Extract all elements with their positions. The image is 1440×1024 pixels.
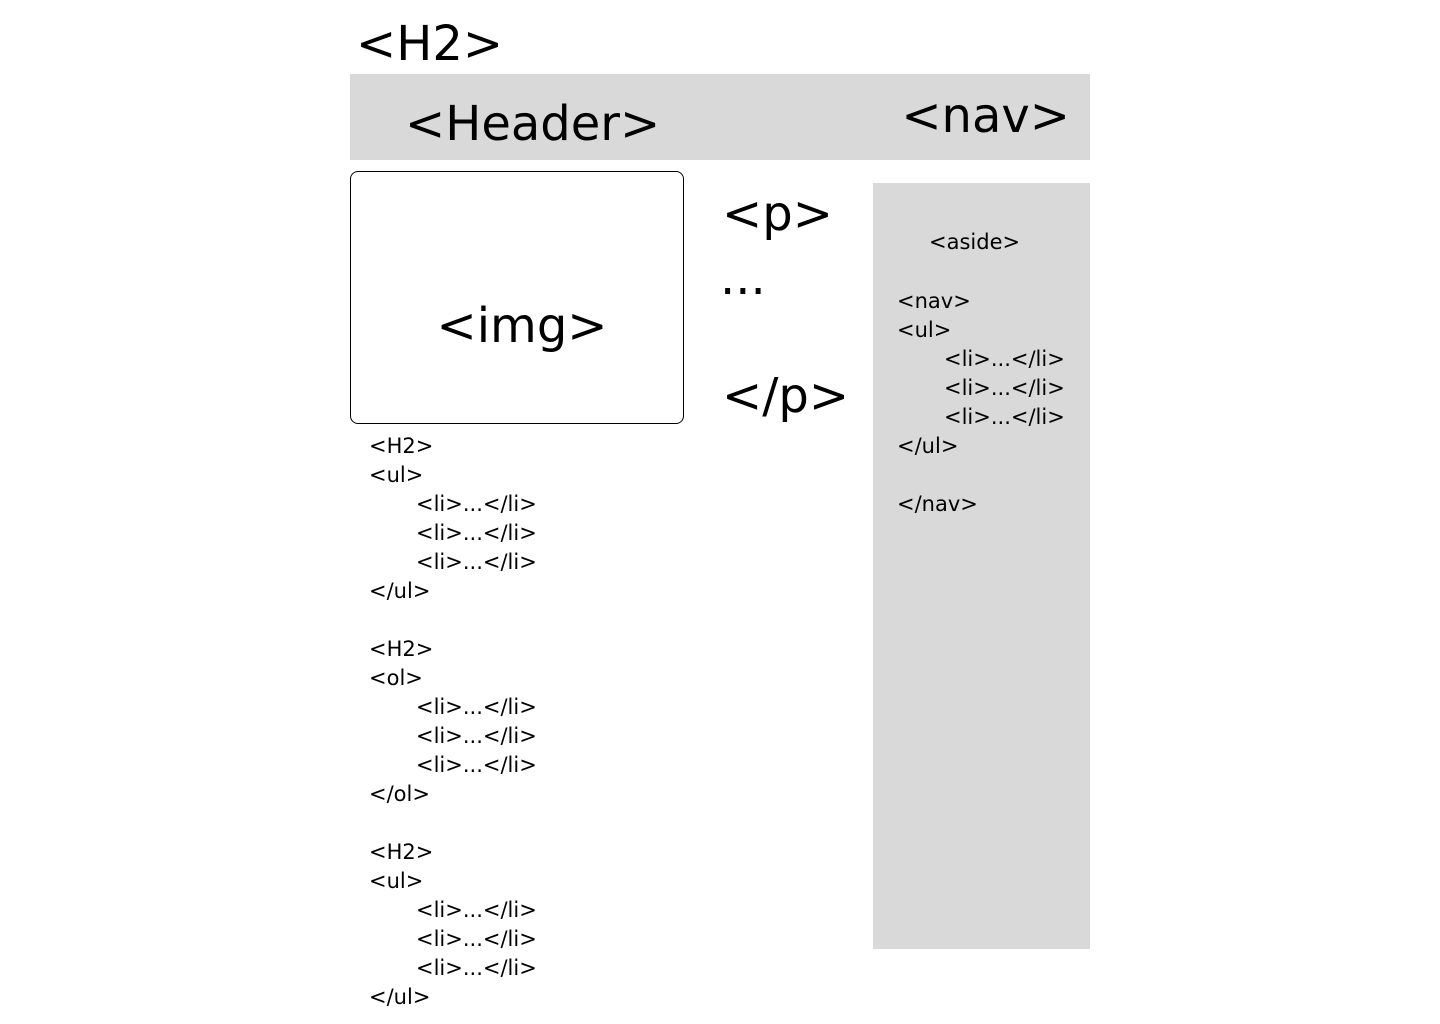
aside-nav-code: <nav> <ul> <li>...</li> <li>...</li> <li… — [897, 287, 1065, 519]
code-line: <nav> — [897, 289, 971, 313]
code-line: <li>...</li> — [944, 405, 1065, 429]
code-line-blank — [897, 461, 1065, 490]
paragraph-close-tag: </p> — [722, 368, 850, 424]
image-placeholder-box: <img> — [350, 171, 684, 424]
code-line: <ul> — [369, 869, 424, 893]
code-line: <li>...</li> — [944, 347, 1065, 371]
code-line: <ul> — [369, 463, 424, 487]
aside-block: <aside> <nav> <ul> <li>...</li> <li>...<… — [873, 183, 1090, 949]
paragraph-ellipsis: ... — [720, 250, 766, 306]
code-line: <li>...</li> — [416, 956, 537, 980]
header-label: <Header> — [405, 96, 661, 152]
header-block: <Header> <nav> — [350, 74, 1090, 160]
code-line: <H2> — [369, 637, 434, 661]
code-line: <li>...</li> — [416, 724, 537, 748]
code-line: <li>...</li> — [416, 492, 537, 516]
nav-label: <nav> — [901, 88, 1070, 144]
code-line: </nav> — [897, 492, 978, 516]
aside-label: <aside> — [929, 230, 1021, 254]
code-line: </ol> — [369, 782, 430, 806]
code-line: <li>...</li> — [416, 898, 537, 922]
code-line: <li>...</li> — [416, 550, 537, 574]
code-line: </ul> — [369, 579, 431, 603]
code-line: <ul> — [897, 318, 952, 342]
paragraph-open-tag: <p> — [722, 186, 833, 242]
page-heading-placeholder: <H2> — [356, 16, 504, 72]
code-line-blank — [369, 606, 537, 635]
code-line: <li>...</li> — [416, 521, 537, 545]
code-line: <li>...</li> — [416, 927, 537, 951]
code-line: <ol> — [369, 666, 423, 690]
code-line: </ul> — [369, 985, 431, 1009]
code-line: </ul> — [897, 434, 959, 458]
code-line: <H2> — [369, 840, 434, 864]
code-line-blank — [369, 809, 537, 838]
main-lists-code: <H2> <ul> <li>...</li> <li>...</li> <li>… — [369, 432, 537, 1012]
code-line: <li>...</li> — [944, 376, 1065, 400]
image-placeholder-label: <img> — [436, 298, 608, 354]
code-line: <H2> — [369, 434, 434, 458]
code-line: <li>...</li> — [416, 753, 537, 777]
code-line: <li>...</li> — [416, 695, 537, 719]
